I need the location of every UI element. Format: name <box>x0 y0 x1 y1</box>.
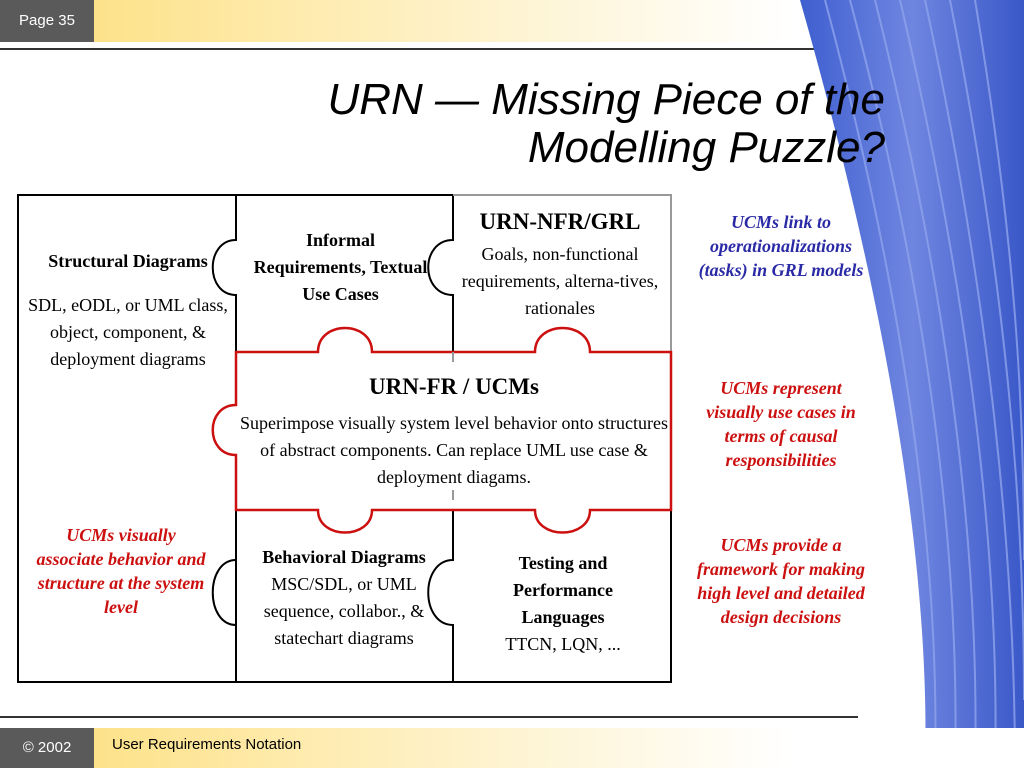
title-line-2: Modelling Puzzle? <box>527 123 885 172</box>
behavioral-piece: Behavioral Diagrams MSC/SDL, or UML sequ… <box>238 544 450 652</box>
informal-piece: Informal Requirements, Textual Use Cases <box>253 230 428 304</box>
structural-body: SDL, eODL, or UML class, object, compone… <box>28 295 228 369</box>
fr-piece: URN-FR / UCMs Superimpose visually syste… <box>238 372 670 491</box>
informal-boundary <box>427 195 454 352</box>
behavioral-left-knob <box>211 559 237 626</box>
note-right-top: UCMs link to operationalizations (tasks)… <box>698 212 864 280</box>
structural-title: Structural Diagrams <box>48 251 208 271</box>
structural-piece: Structural Diagrams SDL, eODL, or UML cl… <box>28 248 228 373</box>
nfr-body: Goals, non-functional requirements, alte… <box>461 244 659 318</box>
fr-title: URN-FR / UCMs <box>369 374 539 399</box>
structural-boundary <box>211 195 237 682</box>
testing-piece: Testing and Performance Languages TTCN, … <box>470 550 656 658</box>
nfr-outline <box>453 194 672 352</box>
footer-divider <box>0 716 858 718</box>
title-line-1: URN — Missing Piece of the <box>327 75 885 124</box>
behavioral-title: Behavioral Diagrams <box>262 547 426 567</box>
note-left: UCMs visually associate behavior and str… <box>36 525 206 617</box>
header-divider <box>0 48 858 50</box>
note-right-middle: UCMs represent visually use cases in ter… <box>706 378 856 470</box>
fr-piece-outline <box>211 326 673 534</box>
footer-gradient <box>94 728 1024 768</box>
note-right-bottom: UCMs provide a framework for making high… <box>696 535 865 627</box>
fr-body: Superimpose visually system level behavi… <box>240 413 668 487</box>
copyright: © 2002 <box>0 728 94 768</box>
slide-title: URN — Missing Piece of the Modelling Puz… <box>180 76 885 172</box>
nfr-title: URN-NFR/GRL <box>479 209 641 234</box>
footer-title: User Requirements Notation <box>112 736 302 753</box>
behavioral-boundary <box>427 510 454 682</box>
testing-body: TTCN, LQN, ... <box>505 634 621 654</box>
page-number: Page 35 <box>0 0 94 42</box>
testing-title: Testing and Performance Languages <box>513 553 613 627</box>
nfr-piece: URN-NFR/GRL Goals, non-functional requir… <box>455 207 665 322</box>
behavioral-body: MSC/SDL, or UML sequence, collabor., & s… <box>263 574 425 648</box>
